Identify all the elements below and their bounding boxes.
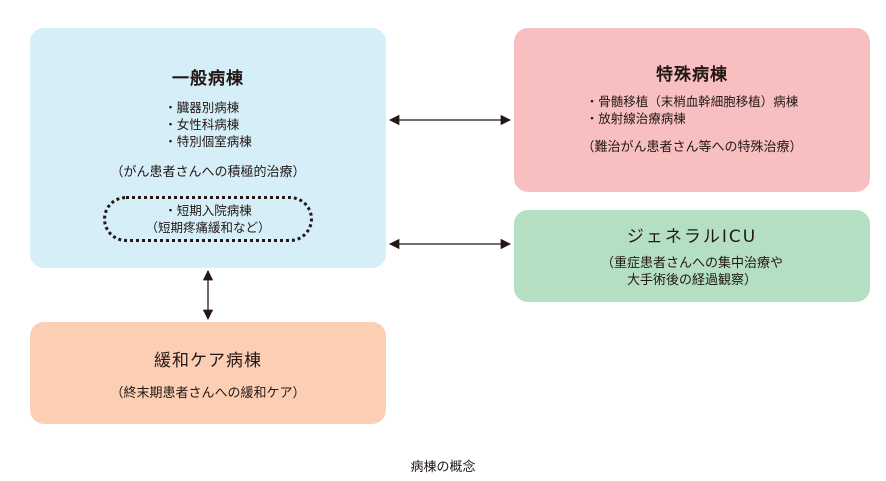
general-ward-item: ・臓器別病棟 bbox=[164, 100, 240, 115]
general-ward-title: 一般病棟 bbox=[172, 69, 244, 89]
general-ward-items: ・臓器別病棟 ・女性科病棟 ・特別個室病棟 bbox=[164, 99, 252, 150]
general-ward-item: ・特別個室病棟 bbox=[164, 134, 252, 149]
general-ward-item: ・女性科病棟 bbox=[164, 117, 240, 132]
special-ward-items: ・骨髄移植（末梢血幹細胞移植）病棟 ・放射線治療病棟 bbox=[586, 93, 799, 127]
general-icu-note: （重症患者さんへの集中治療や 大手術後の経過観察） bbox=[601, 255, 783, 289]
short-stay-ward-group: ・短期入院病棟 （短期疼痛緩和など） bbox=[103, 196, 313, 242]
special-ward-title: 特殊病棟 bbox=[656, 65, 728, 85]
special-ward-item: ・骨髄移植（末梢血幹細胞移植）病棟 bbox=[585, 94, 799, 109]
general-icu-note-line2: 大手術後の経過観察） bbox=[626, 273, 757, 288]
general-ward-box: 一般病棟 ・臓器別病棟 ・女性科病棟 ・特別個室病棟 （がん患者さんへの積極的治… bbox=[30, 28, 386, 268]
special-ward-note: （難治がん患者さん等への特殊治療） bbox=[581, 140, 803, 155]
general-icu-title: ジェネラルICU bbox=[626, 227, 758, 247]
special-ward-box: 特殊病棟 ・骨髄移植（末梢血幹細胞移植）病棟 ・放射線治療病棟 （難治がん患者さ… bbox=[514, 28, 870, 192]
general-icu-note-line1: （重症患者さんへの集中治療や bbox=[600, 256, 783, 271]
figure-caption: 病棟の概念 bbox=[410, 460, 476, 475]
palliative-ward-title: 緩和ケア病棟 bbox=[154, 351, 262, 371]
general-ward-note: （がん患者さんへの積極的治療） bbox=[110, 165, 306, 180]
short-stay-ward-label: ・短期入院病棟 bbox=[164, 203, 252, 218]
short-stay-ward-note: （短期疼痛緩和など） bbox=[145, 220, 271, 235]
palliative-ward-box: 緩和ケア病棟 （終末期患者さんへの緩和ケア） bbox=[30, 322, 386, 424]
special-ward-item: ・放射線治療病棟 bbox=[585, 111, 686, 126]
palliative-ward-note: （終末期患者さんへの緩和ケア） bbox=[110, 386, 306, 401]
general-icu-box: ジェネラルICU （重症患者さんへの集中治療や 大手術後の経過観察） bbox=[514, 210, 870, 302]
